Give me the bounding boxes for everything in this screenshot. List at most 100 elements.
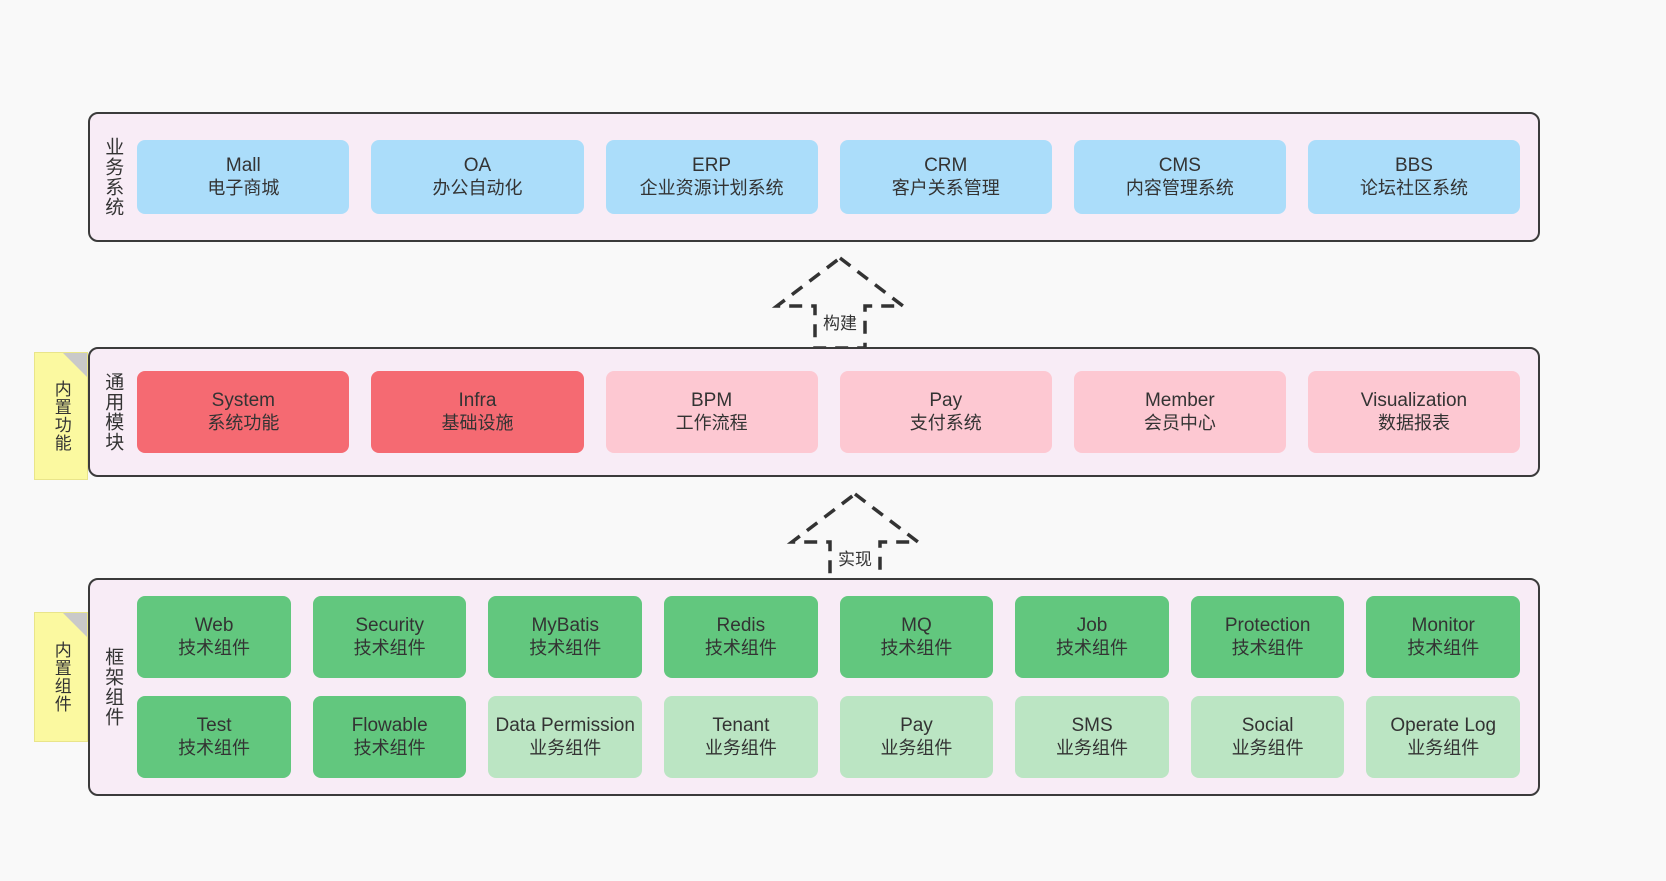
card-subtitle: 业务组件 <box>880 737 953 758</box>
card-data-permission[interactable]: Data Permission 业务组件 <box>488 696 643 778</box>
card-subtitle: 办公自动化 <box>432 177 523 198</box>
card-pay-component[interactable]: Pay 业务组件 <box>839 696 994 778</box>
card-cms[interactable]: CMS 内容管理系统 <box>1073 140 1286 214</box>
card-bpm[interactable]: BPM 工作流程 <box>605 371 818 453</box>
card-pay-module[interactable]: Pay 支付系统 <box>839 371 1052 453</box>
sticky-note-builtin-functions: 内置功能 <box>34 352 88 480</box>
card-title: Test <box>196 715 232 737</box>
card-subtitle: 内容管理系统 <box>1125 177 1234 198</box>
note-label: 内置组件 <box>51 641 71 713</box>
card-title: ERP <box>692 155 732 177</box>
card-title: System <box>211 390 275 412</box>
card-erp[interactable]: ERP 企业资源计划系统 <box>605 140 818 214</box>
card-subtitle: 客户关系管理 <box>891 177 1000 198</box>
arrow-label-implement: 实现 <box>838 550 872 569</box>
card-title: Flowable <box>351 715 428 737</box>
card-mybatis[interactable]: MyBatis 技术组件 <box>488 596 643 678</box>
card-subtitle: 技术组件 <box>529 637 602 658</box>
card-title: Pay <box>900 715 933 737</box>
note-fold-icon <box>63 613 87 637</box>
note-label: 内置功能 <box>51 380 71 452</box>
card-subtitle: 技术组件 <box>353 737 426 758</box>
card-tenant[interactable]: Tenant 业务组件 <box>664 696 818 778</box>
card-subtitle: 电子商城 <box>207 177 280 198</box>
card-title: Redis <box>716 615 766 637</box>
card-test[interactable]: Test 技术组件 <box>137 696 291 778</box>
card-title: Protection <box>1224 615 1311 637</box>
card-title: Visualization <box>1360 390 1468 412</box>
card-subtitle: 技术组件 <box>1056 637 1129 658</box>
card-title: MQ <box>901 615 932 637</box>
card-row: Test 技术组件 Flowable 技术组件 Data Permission … <box>137 696 1521 778</box>
card-monitor[interactable]: Monitor 技术组件 <box>1366 596 1521 678</box>
card-row: System 系统功能 Infra 基础设施 BPM 工作流程 Pay 支付系统… <box>137 371 1521 453</box>
card-redis[interactable]: Redis 技术组件 <box>664 596 818 678</box>
card-title: Social <box>1241 715 1294 737</box>
sticky-note-builtin-components: 内置组件 <box>34 612 88 742</box>
card-title: Member <box>1144 390 1215 412</box>
card-subtitle: 基础设施 <box>441 412 514 433</box>
card-subtitle: 系统功能 <box>207 412 280 433</box>
card-social[interactable]: Social 业务组件 <box>1190 696 1345 778</box>
note-fold-icon <box>63 353 87 377</box>
card-job[interactable]: Job 技术组件 <box>1015 596 1169 678</box>
layer-business-systems: 业务系统 Mall 电子商城 OA 办公自动化 ERP 企业资源计划系统 CRM… <box>88 112 1540 242</box>
card-title: Tenant <box>712 715 770 737</box>
card-subtitle: 技术组件 <box>1231 637 1304 658</box>
card-title: CMS <box>1158 155 1201 177</box>
card-operate-log[interactable]: Operate Log 业务组件 <box>1366 696 1521 778</box>
card-subtitle: 支付系统 <box>909 412 982 433</box>
card-subtitle: 技术组件 <box>178 737 251 758</box>
card-security[interactable]: Security 技术组件 <box>312 596 467 678</box>
card-subtitle: 技术组件 <box>704 637 777 658</box>
card-subtitle: 技术组件 <box>880 637 953 658</box>
card-subtitle: 业务组件 <box>1056 737 1129 758</box>
card-mall[interactable]: Mall 电子商城 <box>137 140 350 214</box>
card-title: Data Permission <box>495 715 635 737</box>
card-row: Web 技术组件 Security 技术组件 MyBatis 技术组件 Redi… <box>137 596 1521 678</box>
card-title: MyBatis <box>531 615 600 637</box>
card-title: Web <box>194 615 234 637</box>
card-member[interactable]: Member 会员中心 <box>1073 371 1286 453</box>
card-row: Mall 电子商城 OA 办公自动化 ERP 企业资源计划系统 CRM 客户关系… <box>137 140 1521 214</box>
card-subtitle: 业务组件 <box>1407 737 1480 758</box>
layer-common-modules: 通用模块 System 系统功能 Infra 基础设施 BPM 工作流程 Pay… <box>88 347 1540 477</box>
dashed-arrow-icon <box>771 255 909 350</box>
card-subtitle: 技术组件 <box>178 637 251 658</box>
card-title: BBS <box>1394 155 1433 177</box>
card-visualization[interactable]: Visualization 数据报表 <box>1307 371 1521 453</box>
layer-framework-components: 框架组件 Web 技术组件 Security 技术组件 MyBatis 技术组件… <box>88 578 1540 796</box>
card-crm[interactable]: CRM 客户关系管理 <box>839 140 1052 214</box>
layer-title-business-systems: 业务系统 <box>102 137 124 217</box>
card-sms[interactable]: SMS 业务组件 <box>1015 696 1169 778</box>
card-web[interactable]: Web 技术组件 <box>137 596 291 678</box>
layer-body-framework-components: Web 技术组件 Security 技术组件 MyBatis 技术组件 Redi… <box>133 580 1538 794</box>
arrow-label-build: 构建 <box>823 314 857 333</box>
card-subtitle: 技术组件 <box>1407 637 1480 658</box>
card-oa[interactable]: OA 办公自动化 <box>371 140 584 214</box>
card-flowable[interactable]: Flowable 技术组件 <box>312 696 467 778</box>
card-subtitle: 会员中心 <box>1143 412 1216 433</box>
card-title: Job <box>1076 615 1108 637</box>
card-system[interactable]: System 系统功能 <box>137 371 350 453</box>
card-infra[interactable]: Infra 基础设施 <box>371 371 584 453</box>
card-protection[interactable]: Protection 技术组件 <box>1190 596 1345 678</box>
card-title: Mall <box>225 155 261 177</box>
card-title: OA <box>463 155 492 177</box>
layer-body-business-systems: Mall 电子商城 OA 办公自动化 ERP 企业资源计划系统 CRM 客户关系… <box>133 114 1538 240</box>
generalization-arrow-build: 构建 <box>755 252 925 352</box>
card-title: Pay <box>929 390 963 412</box>
card-subtitle: 论坛社区系统 <box>1359 177 1468 198</box>
card-subtitle: 工作流程 <box>675 412 748 433</box>
card-title: Security <box>355 615 424 637</box>
card-title: CRM <box>924 155 968 177</box>
card-title: Operate Log <box>1390 715 1497 737</box>
card-title: SMS <box>1071 715 1113 737</box>
generalization-arrow-implement: 实现 <box>770 488 940 588</box>
card-subtitle: 数据报表 <box>1377 412 1450 433</box>
card-mq[interactable]: MQ 技术组件 <box>839 596 994 678</box>
card-bbs[interactable]: BBS 论坛社区系统 <box>1307 140 1521 214</box>
card-title: Monitor <box>1411 615 1475 637</box>
card-subtitle: 业务组件 <box>529 737 602 758</box>
card-subtitle: 业务组件 <box>1231 737 1304 758</box>
